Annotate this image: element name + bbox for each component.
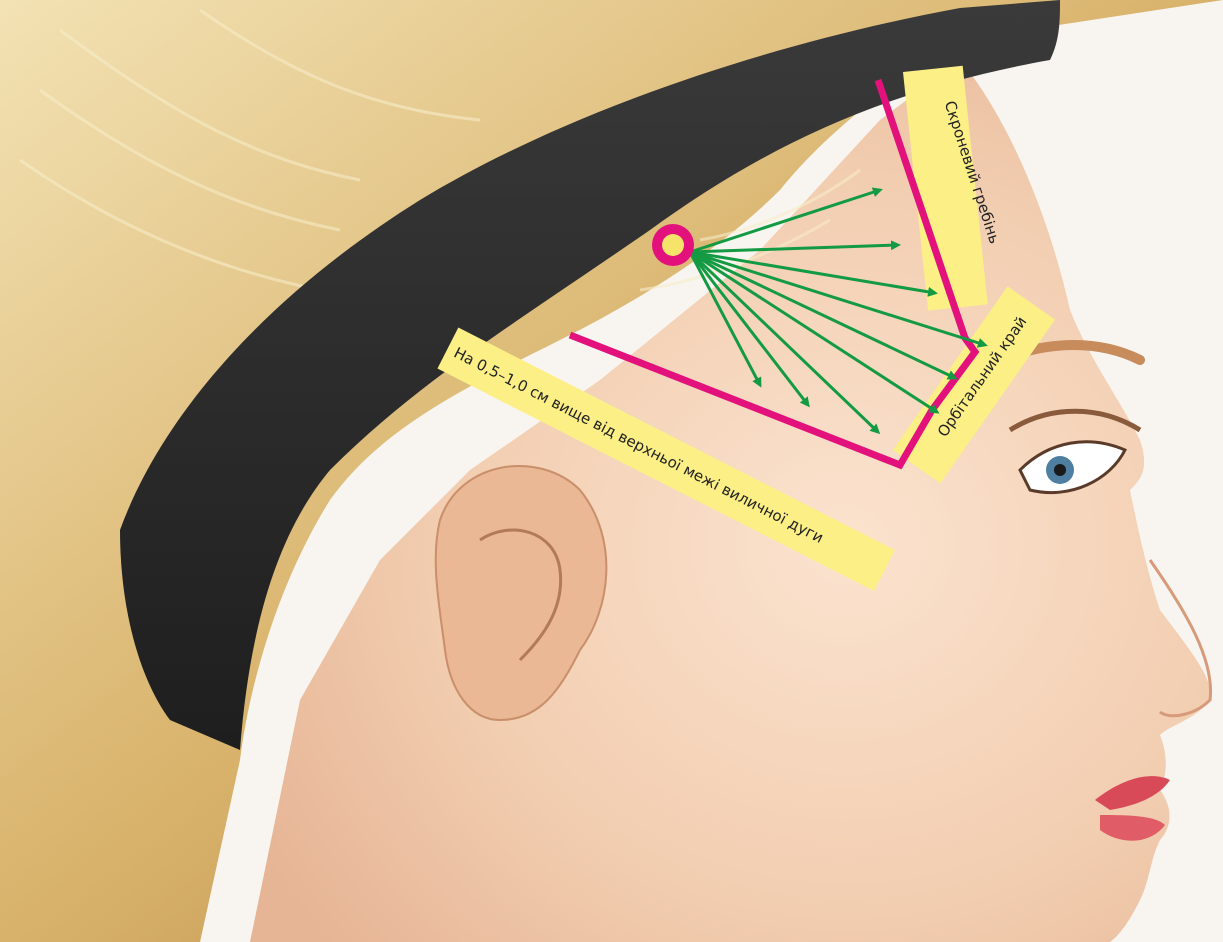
injection-point-icon <box>652 224 694 266</box>
